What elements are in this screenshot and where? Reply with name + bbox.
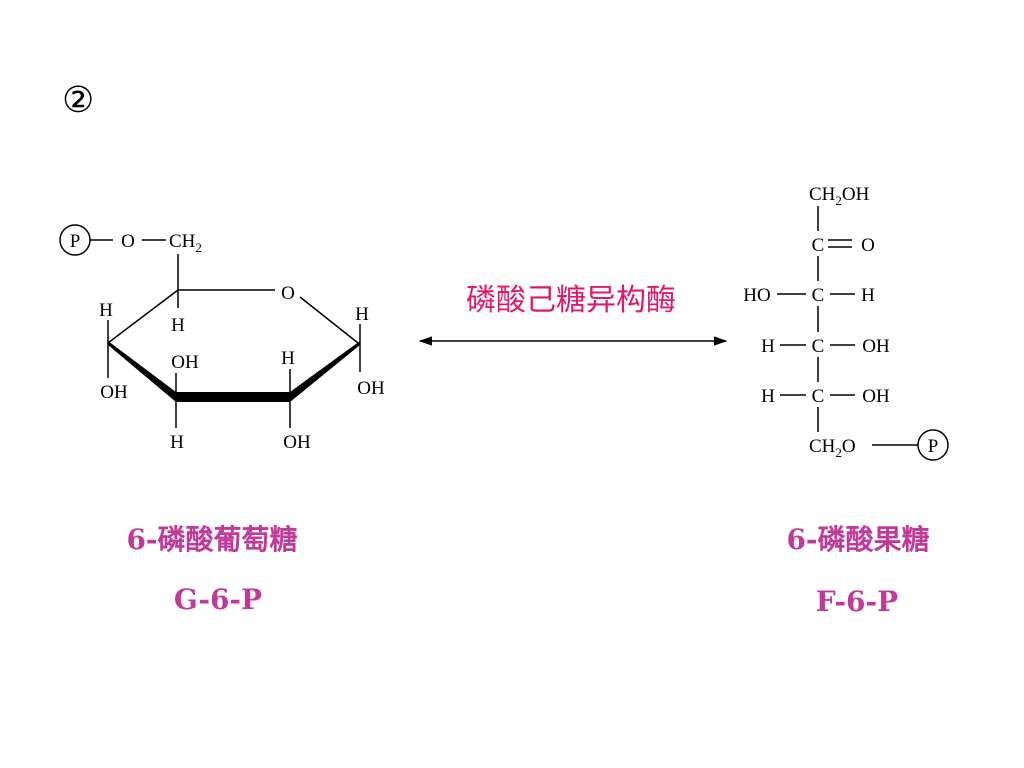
g6p-bond-c5-c4 — [107, 289, 179, 344]
g6p-c3-hydroxyl: OH — [171, 352, 199, 373]
g6p-c1-hydroxyl: OH — [357, 378, 385, 399]
f6p-c2-carbon: C — [812, 235, 825, 256]
f6p-c1-group: CH2OH — [809, 184, 870, 208]
step-marker: ② — [62, 80, 94, 120]
g6p-ring-oxygen: O — [281, 283, 295, 304]
g6p-name: 6-磷酸葡萄糖 — [126, 523, 297, 556]
f6p-c5-hydrogen: H — [761, 386, 775, 407]
enzyme-label: 磷酸己糖异构酶 — [466, 283, 676, 318]
f6p-abbr: F-6-P — [816, 585, 898, 618]
g6p-c1-hydrogen: H — [355, 304, 369, 325]
f6p-c4-hydroxyl: OH — [862, 336, 890, 357]
g6p-wedge-c2-c1 — [290, 341, 360, 402]
g6p-c4-hydroxyl: OH — [100, 382, 128, 403]
g6p-bond-ringo-c1 — [299, 296, 359, 344]
g6p-phosphate-label: P — [70, 231, 81, 252]
f6p-c3-hydroxyl: HO — [743, 285, 770, 306]
g6p-ch2-group: CH2 — [169, 231, 202, 255]
g6p-c2-hydrogen: H — [281, 348, 295, 369]
g6p-c5-hydrogen: H — [171, 315, 185, 336]
f6p-c4-hydrogen: H — [761, 336, 775, 357]
f6p-c6-group: CH2O — [809, 436, 856, 460]
f6p-c5-carbon: C — [812, 386, 825, 407]
g6p-wedge-c4-c3 — [108, 341, 176, 402]
f6p-c3-hydrogen: H — [861, 285, 875, 306]
f6p-phosphate-label: P — [928, 436, 939, 457]
f6p-c4-carbon: C — [812, 336, 825, 357]
f6p-name: 6-磷酸果糖 — [786, 523, 929, 556]
g6p-abbr: G-6-P — [174, 583, 262, 616]
f6p-c2-oxygen: O — [861, 235, 875, 256]
f6p-c3-carbon: C — [812, 285, 825, 306]
f6p-phosphate-circle — [917, 429, 949, 461]
f6p-c5-hydroxyl: OH — [862, 386, 890, 407]
g6p-c2-hydroxyl: OH — [283, 432, 311, 453]
f6p-structure: CH2OH C O HO C H H C OH H C OH CH2O P — [743, 184, 949, 461]
g6p-link-oxygen: O — [121, 231, 135, 252]
g6p-structure: P O CH2 O H H OH OH H H OH H OH — [59, 224, 385, 453]
g6p-c4-hydrogen: H — [99, 300, 113, 321]
g6p-c3-hydrogen: H — [170, 432, 184, 453]
